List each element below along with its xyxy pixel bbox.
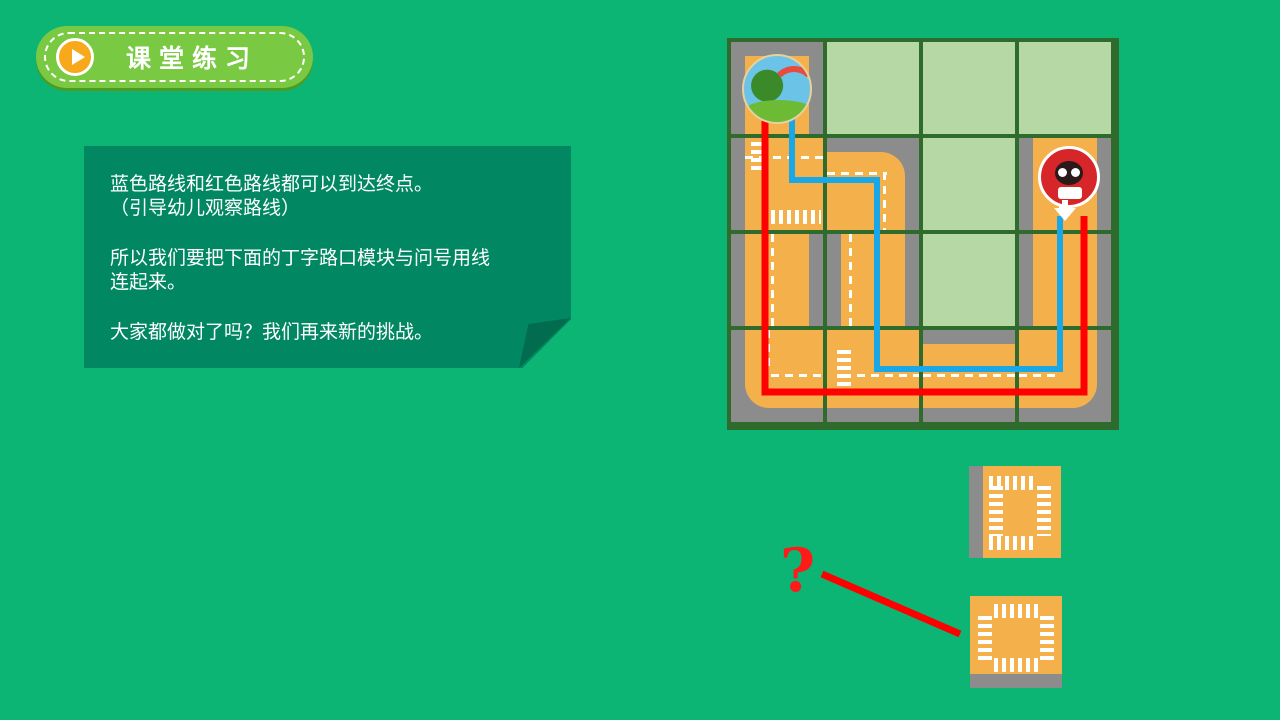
red-route	[761, 100, 1088, 396]
arrow-down-icon	[1062, 200, 1068, 210]
title-badge: 课堂练习	[36, 26, 313, 88]
map-cell-grass	[923, 234, 1015, 326]
instruction-paragraph-1: 蓝色路线和红色路线都可以到达终点。 （引导幼儿观察路线）	[110, 172, 560, 220]
blue-route	[789, 92, 1063, 372]
map-cell-grass	[923, 42, 1015, 134]
instruction-line: （引导幼儿观察路线）	[110, 197, 301, 219]
rainbow-park-icon	[742, 54, 812, 124]
title-badge-border	[44, 32, 305, 82]
map-cell-grass	[827, 42, 919, 134]
map-cell-junction	[827, 330, 919, 422]
tile-option-left-junction[interactable]	[969, 466, 1061, 558]
instruction-panel	[84, 146, 571, 368]
instruction-text: 蓝色路线和红色路线都可以到达终点。 （引导幼儿观察路线） 所以我们要把下面的丁字…	[110, 172, 560, 370]
answer-connector-line[interactable]	[820, 570, 962, 638]
panda-destination-icon	[1038, 146, 1100, 208]
map-cell-grass	[1019, 42, 1111, 134]
instruction-paragraph-3: 大家都做对了吗？我们再来新的挑战。	[110, 320, 560, 344]
question-mark[interactable]: ?	[780, 536, 816, 606]
map-cell-curve	[827, 138, 919, 230]
map-cell-grass	[923, 138, 1015, 230]
page-title: 课堂练习	[126, 44, 259, 73]
instruction-line: 大家都做对了吗？我们再来新的挑战。	[110, 321, 434, 343]
map-cell-junction	[731, 138, 823, 230]
instruction-line: 连起来。	[110, 271, 187, 293]
arrow-down-head	[1054, 208, 1076, 221]
tile-option-t-junction[interactable]	[970, 596, 1062, 688]
map-cell-vertical	[731, 234, 823, 326]
instruction-line: 所以我们要把下面的丁字路口模块与问号用线	[110, 247, 491, 269]
map-cell-vertical	[827, 234, 919, 326]
map-cell-horizontal	[923, 330, 1015, 422]
instruction-paragraph-2: 所以我们要把下面的丁字路口模块与问号用线 连起来。	[110, 246, 560, 294]
instruction-line: 蓝色路线和红色路线都可以到达终点。	[110, 173, 434, 195]
play-icon[interactable]	[56, 38, 94, 76]
